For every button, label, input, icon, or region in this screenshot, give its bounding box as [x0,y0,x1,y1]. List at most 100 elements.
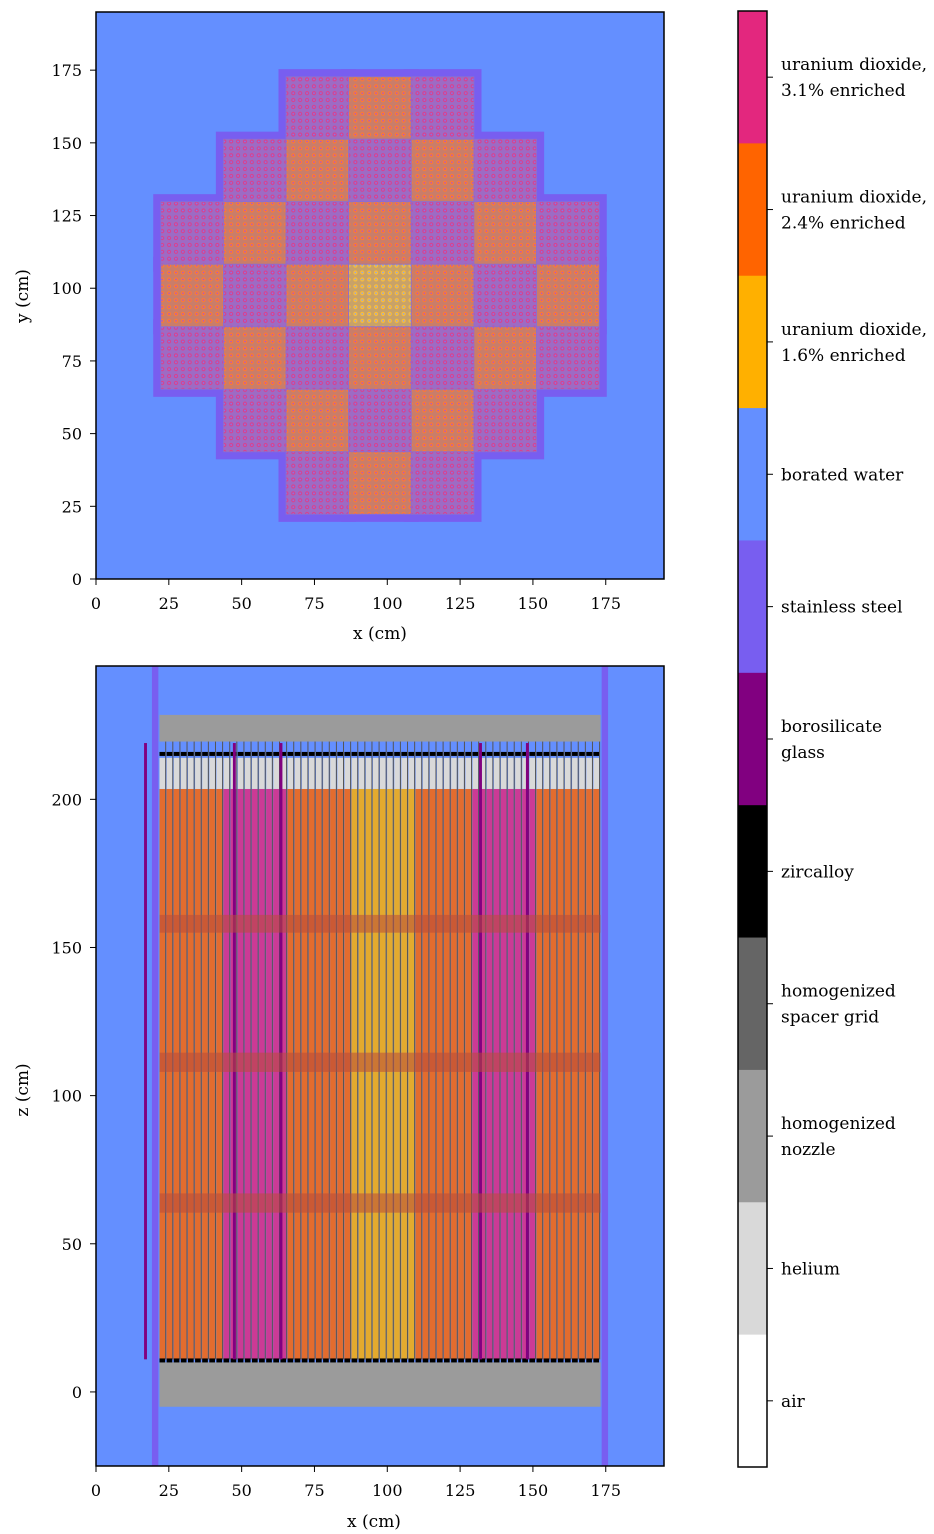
legend-swatch [738,672,767,806]
fuel-assemblies [160,76,600,515]
rod-channel [436,741,445,1363]
end-plug-top [173,751,180,756]
end-plug-bottom [187,1358,194,1363]
end-plug-top [557,751,564,756]
end-plug-top [508,751,514,756]
fuel-assembly [410,388,475,453]
rod-channel [508,741,516,1363]
end-plug-top [529,751,536,756]
cladding [321,741,323,1360]
x-tick-label: 100 [372,1481,403,1500]
end-plug-bottom [472,1358,479,1363]
assembly-lattice [411,326,474,390]
end-plug-top [564,751,571,756]
plenum-helium [557,757,564,789]
xy-x-axis-label: x (cm) [353,624,407,644]
plenum-helium [444,757,450,789]
end-plug-bottom [436,1358,443,1363]
fuel-column [209,788,217,1360]
end-plug-top [465,751,472,756]
cladding [250,741,252,1360]
control-rod [479,743,482,1360]
end-plug-top [351,751,358,756]
legend-swatch [738,408,767,541]
spacer-grid [159,914,601,933]
fuel-column [365,788,373,1360]
rod-channel [593,741,601,1363]
plenum-helium [244,757,251,789]
plenum-helium [330,757,336,789]
cladding [236,741,238,1360]
end-plug-bottom [358,1358,365,1363]
fuel-assembly [473,138,537,203]
y-tick-label: 100 [51,1087,82,1106]
fuel-assembly [348,76,412,140]
end-plug-top [486,751,493,756]
assembly-border [536,326,600,390]
rod-channel [315,741,324,1363]
assembly-lattice [286,451,349,515]
plenum-helium [479,757,486,789]
end-plug-top [195,751,201,756]
legend-swatch [738,1202,767,1336]
cladding [556,741,558,1360]
fuel-assembly [536,263,600,328]
rod-channel [308,741,316,1363]
plenum-helium [337,757,344,789]
fuel-column [202,788,210,1360]
fuel-assembly [348,326,412,390]
fuel-assembly [348,451,412,515]
end-plug-top [237,751,244,756]
assembly-lattice [223,389,287,452]
fuel-assembly [223,388,287,453]
rod-channel [280,741,288,1363]
rod-channel [380,741,388,1363]
end-plug-top [515,751,521,756]
end-plug-bottom [216,1358,223,1363]
legend-label: glass [781,743,825,763]
y-tick-label: 100 [51,279,82,298]
fuel-assembly [348,388,412,453]
plenum-helium [422,757,429,789]
x-tick-label: 0 [91,594,101,613]
rod-channel [273,741,281,1363]
x-tick-label: 75 [304,1481,324,1500]
cladding [435,741,437,1360]
fuel-assembly [285,451,350,515]
end-plug-bottom [536,1358,543,1363]
plenum-helium [223,757,230,789]
end-plug-bottom [387,1358,393,1363]
assembly-lattice [348,326,412,390]
fuel-column [187,788,196,1360]
plenum-helium [564,757,571,789]
fuel-column [173,788,181,1360]
y-tick-label: 75 [62,352,82,371]
cladding [492,741,494,1360]
cladding [343,741,345,1360]
end-plug-bottom [223,1358,230,1363]
fuel-column [287,788,295,1360]
end-plug-top [159,751,166,756]
xz-y-axis-label: z (cm) [13,1063,33,1116]
assembly-lattice [411,389,474,452]
legend-label: helium [781,1259,840,1279]
rod-channel [472,741,480,1363]
end-plug-top [287,751,294,756]
end-plug-top [479,751,486,756]
assembly-lattice [411,201,474,265]
cladding [357,741,359,1360]
rod-channel [401,741,409,1363]
cladding [186,741,188,1360]
fuel-column [486,788,494,1360]
end-plug-bottom [173,1358,180,1363]
legend-frame [737,10,768,1468]
plenum-helium [301,757,308,789]
end-plug-bottom [543,1358,550,1363]
legend-entry: uranium dioxide,3.1% enriched [738,11,927,144]
assembly-lattice [160,326,224,390]
rod-channel [202,741,210,1363]
cladding [286,741,288,1360]
end-plug-bottom [372,1358,379,1363]
cladding [442,741,444,1360]
